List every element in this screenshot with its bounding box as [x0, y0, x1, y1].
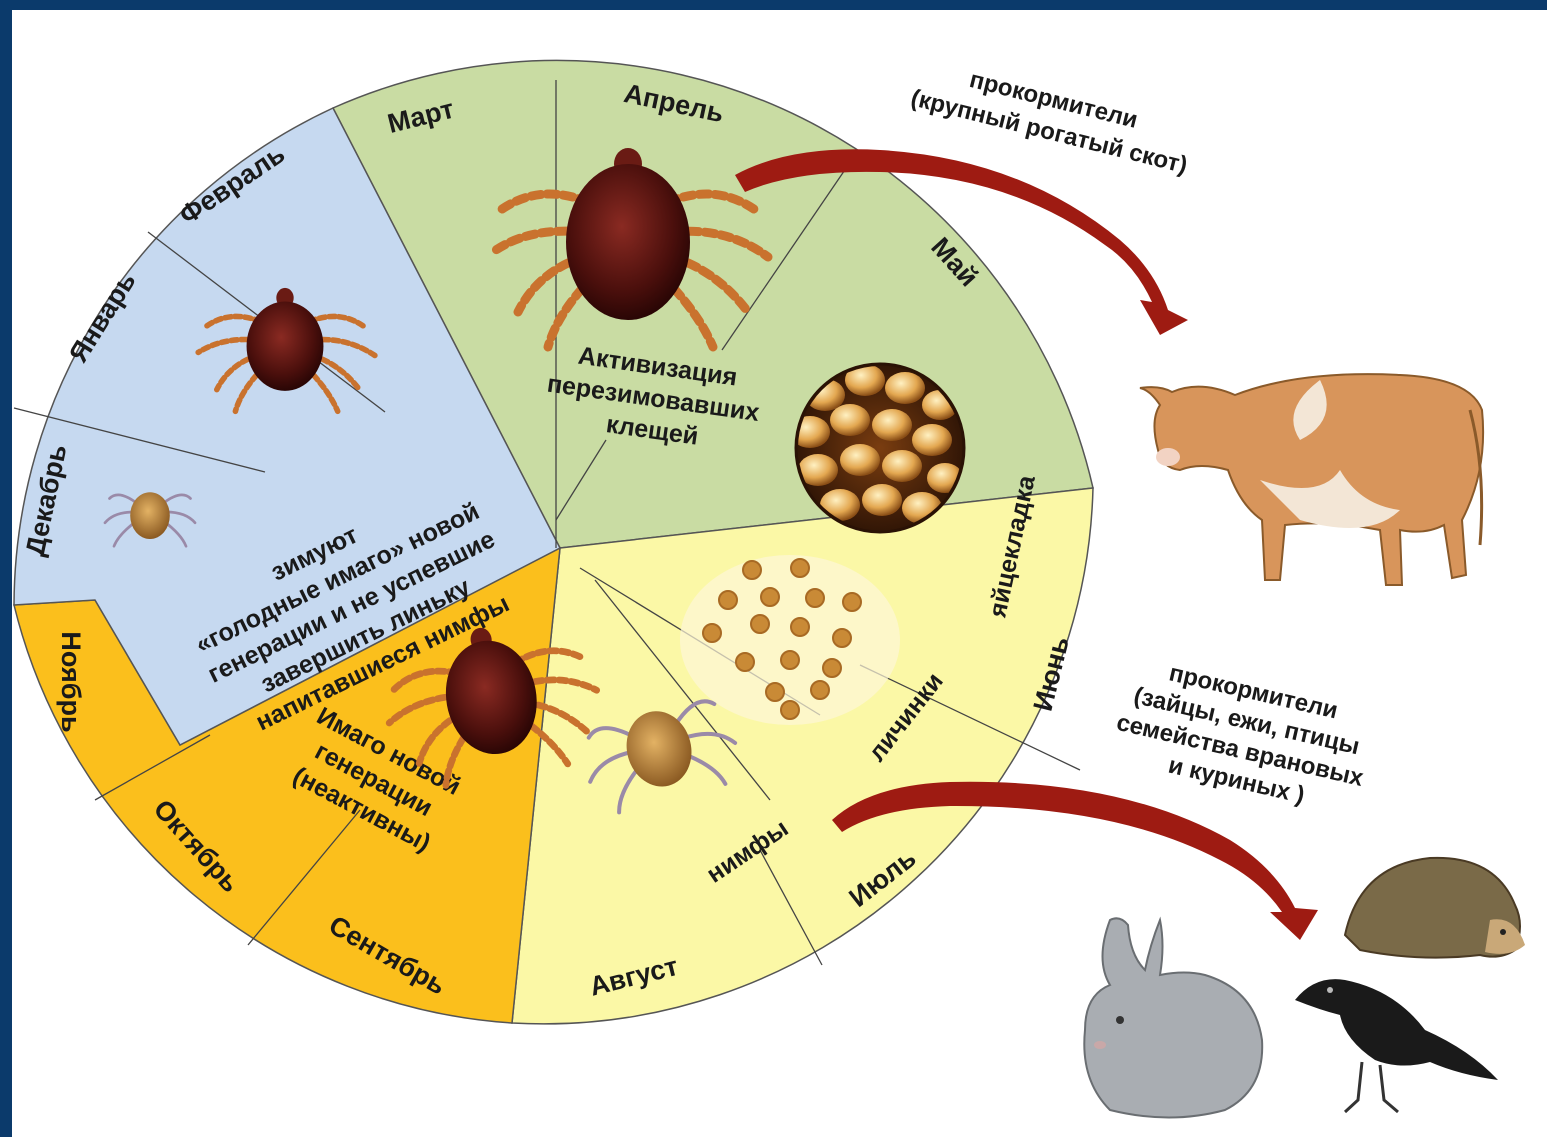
- rabbit-icon: [1084, 918, 1262, 1117]
- host-label-small: прокормители (зайцы, ежи, птицы семейств…: [1107, 650, 1386, 822]
- life-cycle-wheel: [10, 60, 1093, 1023]
- month-november: Ноябрь: [56, 631, 86, 732]
- hedgehog-icon: [1345, 858, 1525, 958]
- larvae-cluster-icon: [680, 555, 900, 725]
- cow-icon: [1140, 374, 1483, 585]
- crow-icon: [1295, 979, 1498, 1112]
